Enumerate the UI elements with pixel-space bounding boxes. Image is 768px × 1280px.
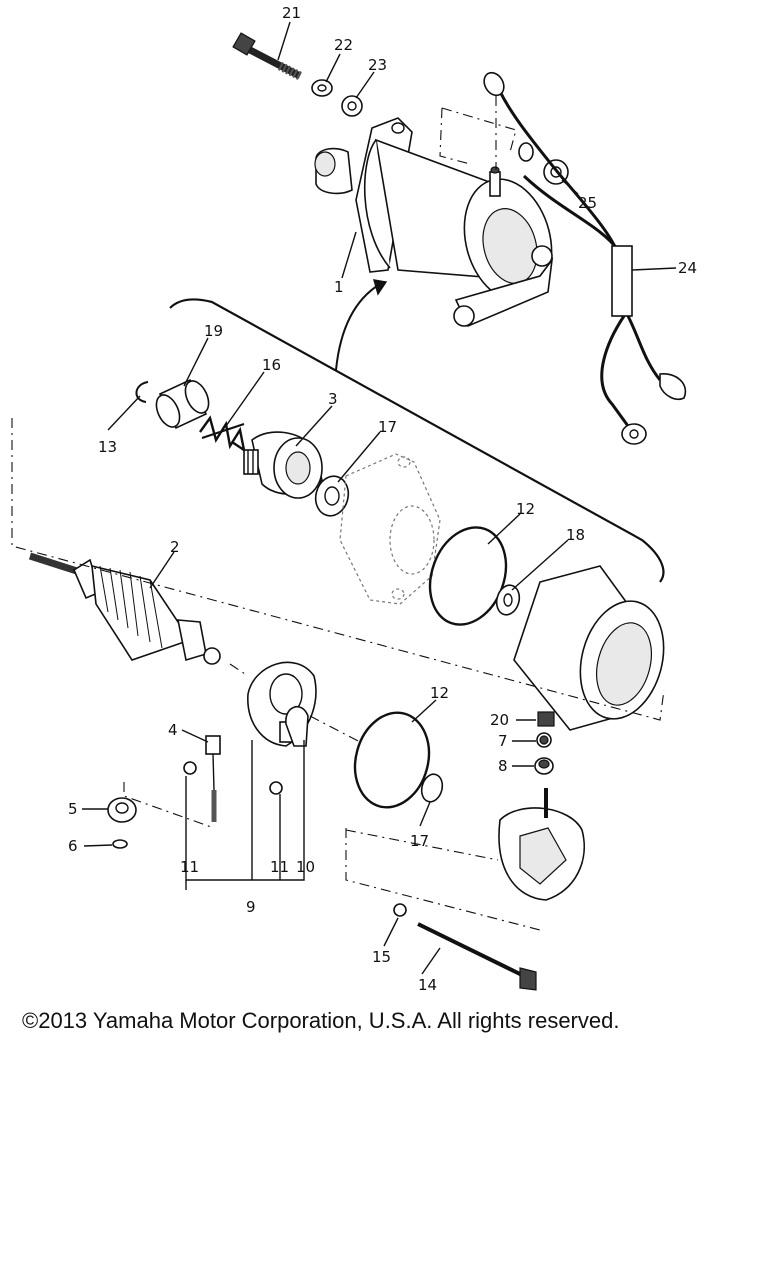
bolt-21[interactable] xyxy=(232,32,303,81)
washer-17-lower[interactable] xyxy=(419,772,446,804)
starter-motor-1[interactable] xyxy=(314,117,565,328)
callout-22: 22 xyxy=(334,36,353,54)
callout-3: 3 xyxy=(328,390,338,408)
callout-25: 25 xyxy=(578,194,597,212)
callout-1: 1 xyxy=(334,278,344,296)
clutch-pinion-3[interactable] xyxy=(243,431,323,499)
nut-7[interactable] xyxy=(536,732,552,748)
callout-4: 4 xyxy=(168,721,178,739)
washer-23[interactable] xyxy=(341,95,363,117)
rear-cover xyxy=(498,788,586,901)
front-bracket xyxy=(339,453,441,605)
callout-8: 8 xyxy=(498,757,508,775)
brush-4[interactable] xyxy=(205,735,221,822)
callout-9: 9 xyxy=(246,898,256,916)
washer-18[interactable] xyxy=(493,583,522,618)
o-ring-12-lower[interactable] xyxy=(345,704,439,815)
clip-13[interactable] xyxy=(135,381,149,403)
callout-14: 14 xyxy=(418,976,437,994)
through-bolt-14[interactable] xyxy=(417,922,537,991)
callout-7: 7 xyxy=(498,732,508,750)
callout-24: 24 xyxy=(678,259,697,277)
callout-6: 6 xyxy=(68,837,78,855)
callout-20: 20 xyxy=(490,711,509,729)
yoke xyxy=(513,565,665,731)
copyright-notice: ©2013 Yamaha Motor Corporation, U.S.A. A… xyxy=(22,1008,620,1033)
lock-washer-22[interactable] xyxy=(311,79,333,97)
callout-16: 16 xyxy=(262,356,281,374)
callout-18: 18 xyxy=(566,526,585,544)
callout-12-upper: 12 xyxy=(516,500,535,518)
callout-11-left: 11 xyxy=(180,858,199,876)
screw-11-left[interactable] xyxy=(183,761,197,775)
armature-2[interactable] xyxy=(28,552,221,665)
screw-11-right[interactable] xyxy=(269,781,283,795)
callout-17-lower: 17 xyxy=(410,832,429,850)
starter-motor-exploded-diagram: 21 22 23 1 25 24 19 16 13 3 17 12 18 2 4… xyxy=(11,4,697,994)
callout-11-right: 11 xyxy=(270,858,289,876)
spring-16[interactable] xyxy=(199,415,246,453)
nut-5[interactable] xyxy=(107,797,137,823)
washer-17-upper[interactable] xyxy=(311,473,352,520)
callout-12-lower: 12 xyxy=(430,684,449,702)
nut-20[interactable] xyxy=(537,711,555,727)
cable-24[interactable] xyxy=(480,69,687,445)
callout-21: 21 xyxy=(282,4,301,22)
washer-8[interactable] xyxy=(534,757,554,775)
callout-19: 19 xyxy=(204,322,223,340)
callout-15: 15 xyxy=(372,948,391,966)
callout-23: 23 xyxy=(368,56,387,74)
washer-15[interactable] xyxy=(393,903,407,917)
brush-holder-10[interactable] xyxy=(279,705,309,747)
callout-5: 5 xyxy=(68,800,78,818)
callout-10: 10 xyxy=(296,858,315,876)
sleeve-19[interactable] xyxy=(152,377,213,430)
callout-13: 13 xyxy=(98,438,117,456)
callout-17-upper: 17 xyxy=(378,418,397,436)
washer-6[interactable] xyxy=(112,839,128,849)
callout-2: 2 xyxy=(170,538,180,556)
